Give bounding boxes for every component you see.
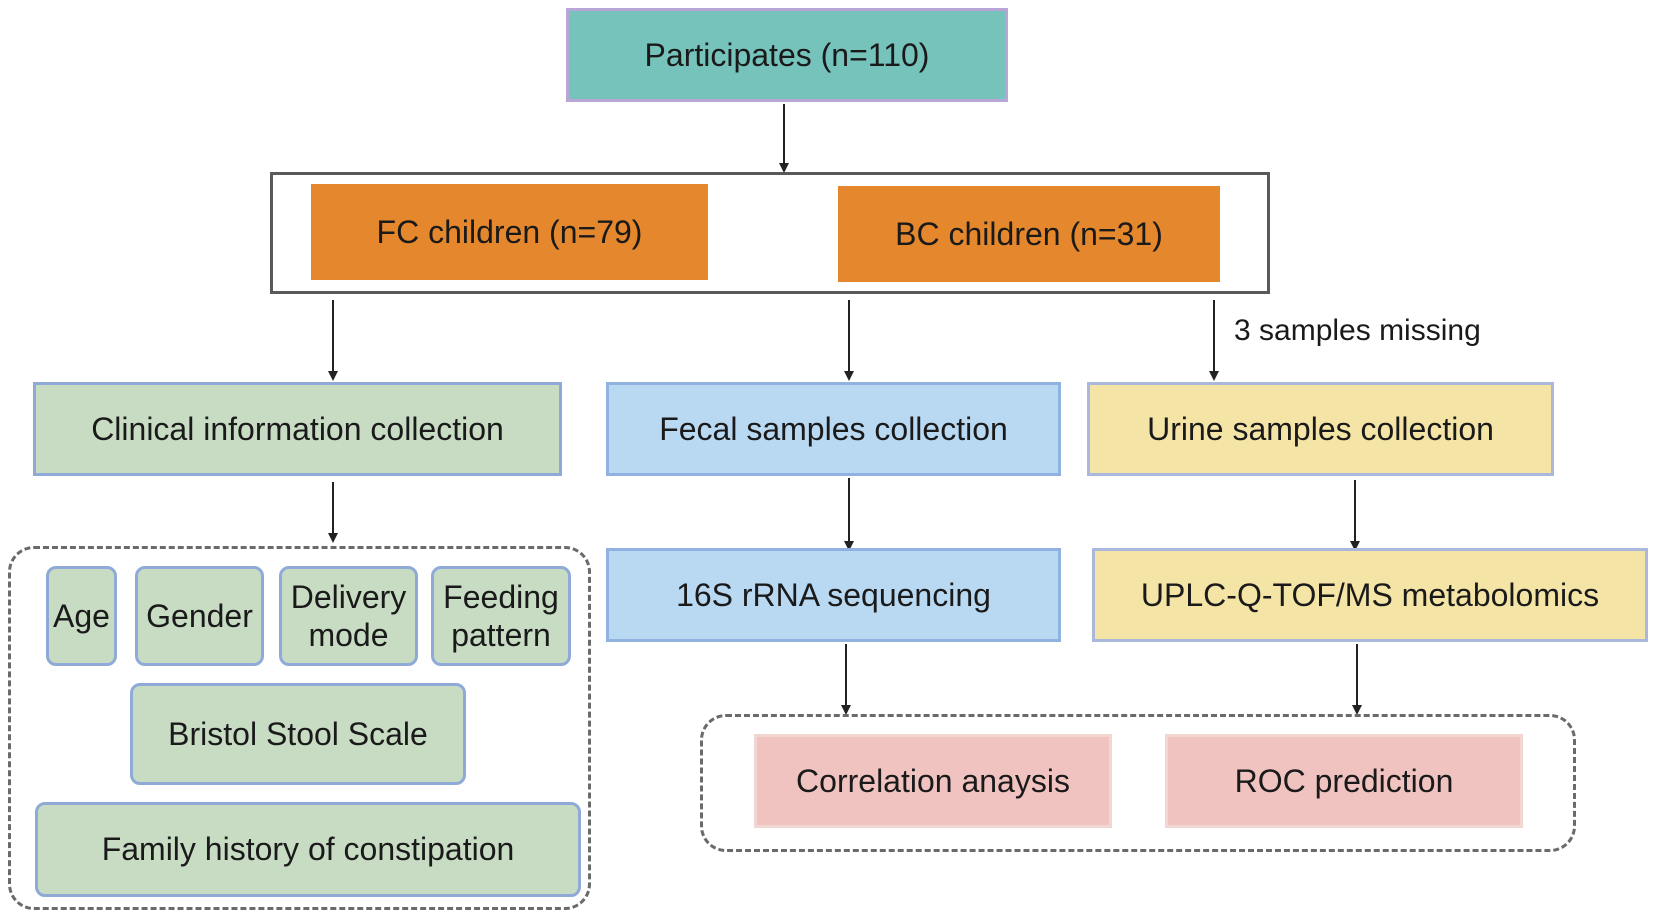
delivery-mode-box: Delivery mode <box>279 566 418 666</box>
fc-children-box: FC children (n=79) <box>311 184 708 280</box>
gender-box: Gender <box>135 566 264 666</box>
roc-prediction-box: ROC prediction <box>1165 734 1523 828</box>
urine-collection-label: Urine samples collection <box>1147 410 1494 447</box>
clinical-collection-box: Clinical information collection <box>33 382 562 476</box>
metabolomics-label: UPLC-Q-TOF/MS metabolomics <box>1140 576 1600 613</box>
participants-box: Participates (n=110) <box>566 8 1008 102</box>
delivery-mode-label: Delivery mode <box>290 578 407 653</box>
missing-samples-note: 3 samples missing <box>1234 314 1481 347</box>
bc-children-box: BC children (n=31) <box>838 186 1220 282</box>
metabolomics-box: UPLC-Q-TOF/MS metabolomics <box>1092 548 1648 642</box>
correlation-analysis-label: Correlation anaysis <box>796 762 1070 799</box>
urine-collection-box: Urine samples collection <box>1087 382 1554 476</box>
feeding-pattern-box: Feeding pattern <box>431 566 571 666</box>
family-history-box: Family history of constipation <box>35 802 581 897</box>
fecal-collection-label: Fecal samples collection <box>659 410 1008 447</box>
roc-prediction-label: ROC prediction <box>1234 762 1454 799</box>
feeding-pattern-label: Feeding pattern <box>443 578 559 653</box>
bristol-stool-scale-label: Bristol Stool Scale <box>168 715 428 752</box>
clinical-collection-label: Clinical information collection <box>91 410 504 447</box>
clinical-items-group <box>8 546 591 910</box>
sequencing-box: 16S rRNA sequencing <box>606 548 1061 642</box>
participants-label: Participates (n=110) <box>644 36 930 73</box>
age-box: Age <box>46 566 117 666</box>
fc-children-label: FC children (n=79) <box>376 213 643 250</box>
age-label: Age <box>53 597 110 634</box>
bc-children-label: BC children (n=31) <box>895 215 1163 252</box>
fecal-collection-box: Fecal samples collection <box>606 382 1061 476</box>
analysis-group <box>700 714 1576 852</box>
bristol-stool-scale-box: Bristol Stool Scale <box>130 683 466 785</box>
sequencing-label: 16S rRNA sequencing <box>676 576 991 613</box>
gender-label: Gender <box>146 597 253 634</box>
family-history-label: Family history of constipation <box>101 831 515 868</box>
groups-frame <box>270 172 1270 294</box>
correlation-analysis-box: Correlation anaysis <box>754 734 1112 828</box>
